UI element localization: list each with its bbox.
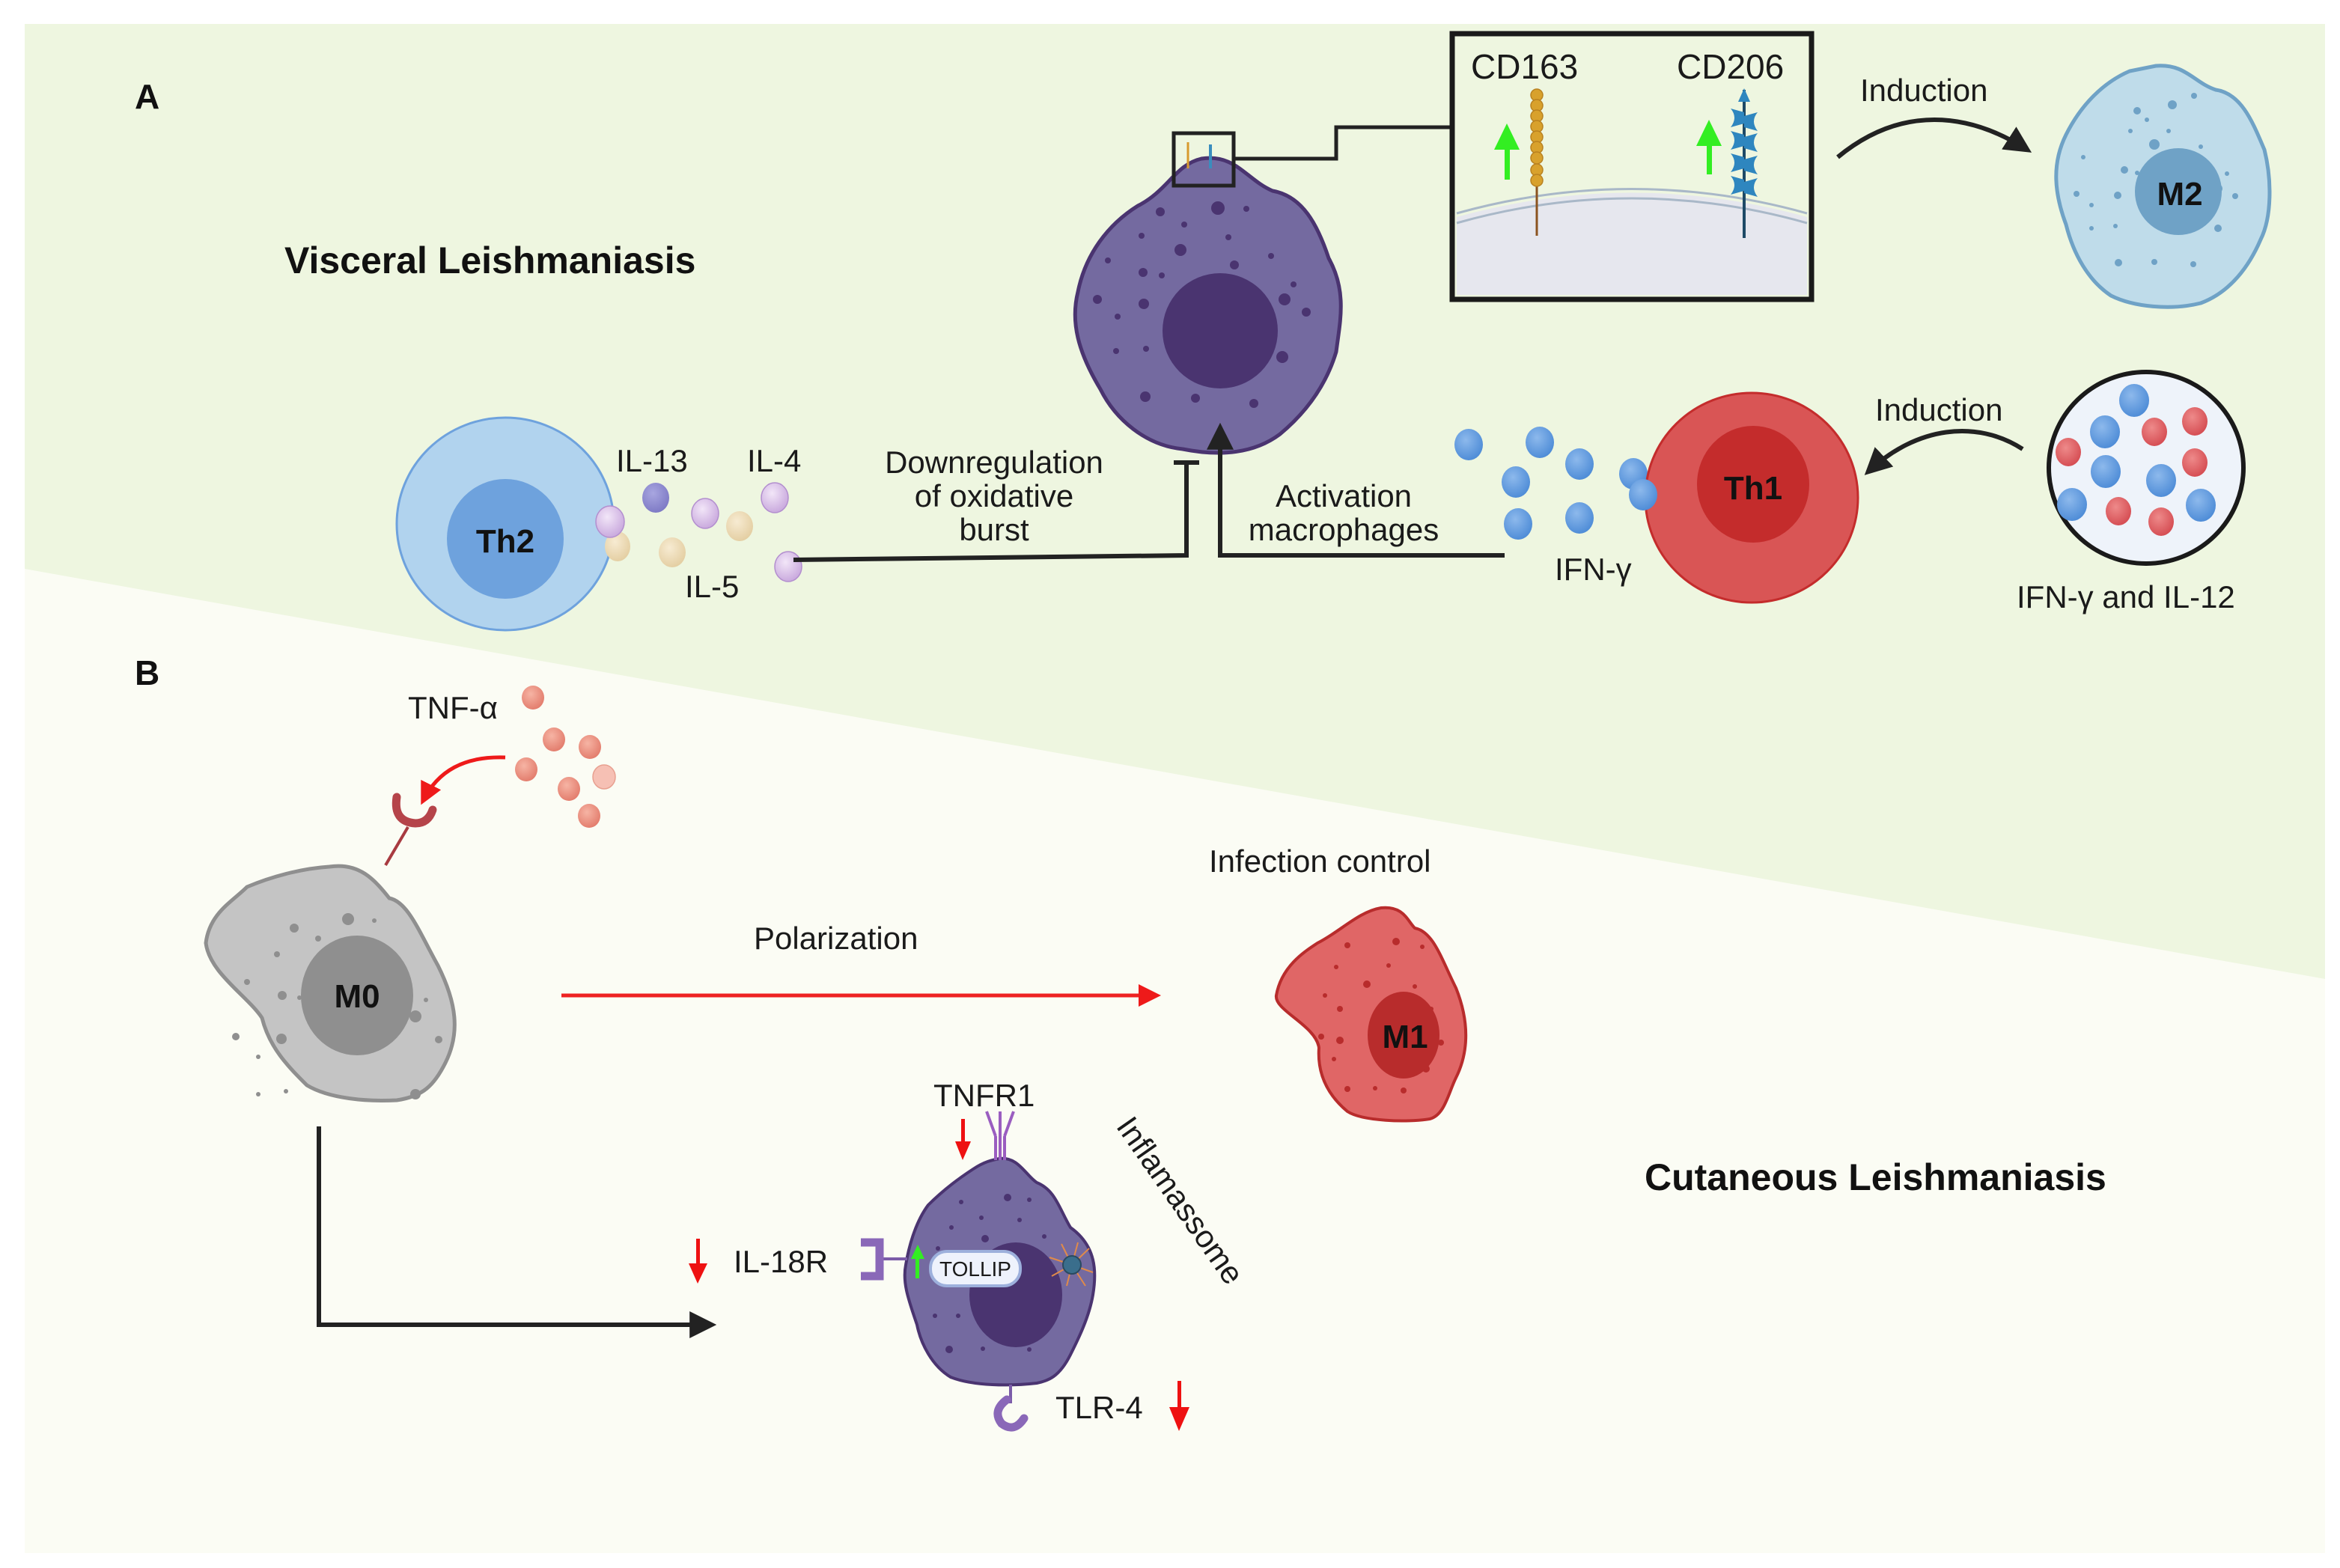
- panel-a-title: Visceral Leishmaniasis: [284, 240, 695, 281]
- th1-label: Th1: [1724, 470, 1782, 507]
- zoom-connector: [1235, 125, 1454, 161]
- ifn-gamma-label: IFN-γ: [1555, 552, 1632, 587]
- tnfr1-receptor-icon: [985, 1111, 1015, 1160]
- inhibition-line: [793, 463, 1189, 562]
- m1-macrophage: M1: [1275, 906, 1468, 1123]
- macrophage-nucleus: [1163, 273, 1278, 388]
- induction-arrow-to-th1: [1864, 429, 2024, 475]
- th1-cell: Th1: [1629, 391, 1859, 604]
- cd206-receptor-icon: [1731, 88, 1758, 238]
- activation-text-1: Activation: [1276, 478, 1412, 513]
- tollip-up-arrow-icon: [911, 1245, 924, 1278]
- m0-label: M0: [334, 978, 380, 1015]
- m2-macrophage: M2: [2054, 64, 2272, 309]
- activation-text-2: macrophages: [1249, 512, 1439, 547]
- tnf-binding-arrow: [421, 755, 506, 805]
- panel-b-title: Cutaneous Leishmaniasis: [1645, 1156, 2106, 1198]
- m2-nucleus: [2135, 148, 2222, 235]
- tollip-badge: [929, 1250, 1022, 1287]
- il4-label: IL-4: [747, 443, 801, 478]
- induction-label-top: Induction: [1860, 73, 1987, 108]
- polarization-label: Polarization: [754, 921, 918, 956]
- cd163-label: CD163: [1471, 47, 1578, 86]
- downregulation-text-3: burst: [959, 512, 1029, 547]
- tnf-alpha-particles: [515, 686, 616, 828]
- activation-arrow: [1207, 422, 1505, 558]
- m1-label: M1: [1382, 1019, 1428, 1055]
- tlr4-down-arrow-icon: [1169, 1381, 1189, 1431]
- th1-nucleus: [1697, 426, 1809, 543]
- receptor-inset: CD163 CD206: [1449, 31, 1815, 302]
- downregulation-text-2: of oxidative: [915, 478, 1073, 513]
- tnf-receptor-icon: [391, 793, 437, 828]
- m0-to-infected-arrow: [317, 1126, 717, 1338]
- cd206-up-arrow-icon: [1696, 120, 1722, 174]
- m1-nucleus: [1368, 992, 1439, 1079]
- il18r-receptor-icon: [861, 1238, 907, 1281]
- cytokine-pool: [2047, 370, 2246, 566]
- tnfr1-down-arrow-icon: [955, 1119, 971, 1160]
- cutaneous-macrophage: TOLLIP: [861, 1111, 1097, 1432]
- tlr4-label: TLR-4: [1055, 1390, 1143, 1425]
- induction-arrow-to-m2: [1836, 118, 2032, 159]
- inflammasome-icon: [1049, 1242, 1094, 1287]
- m0-nucleus: [301, 936, 413, 1055]
- ifn-gamma-particles: [1454, 427, 1648, 540]
- cd206-label: CD206: [1677, 47, 1784, 86]
- cytokine-pool-label: IFN-γ and IL-12: [2017, 579, 2235, 614]
- infected-macrophage: [1073, 142, 1343, 455]
- infection-control-label: Infection control: [1209, 844, 1431, 879]
- panel-b-letter: B: [135, 653, 159, 692]
- tnf-alpha-label: TNF-α: [408, 690, 498, 725]
- il18r-down-arrow-icon: [689, 1239, 707, 1284]
- th2-cell: Th2: [395, 416, 615, 632]
- m0-macrophage: M0: [204, 793, 457, 1102]
- downregulation-text-1: Downregulation: [885, 445, 1103, 480]
- th2-nucleus: [447, 479, 564, 599]
- cd163-receptor-icon: [1530, 88, 1544, 236]
- tollip-label: TOLLIP: [939, 1257, 1011, 1281]
- tlr4-receptor-icon: [993, 1385, 1029, 1432]
- panel-a-letter: A: [135, 77, 159, 116]
- th2-label: Th2: [476, 523, 534, 560]
- zoom-box: [1171, 131, 1236, 188]
- il13-label: IL-13: [616, 443, 688, 478]
- il18r-label: IL-18R: [734, 1244, 828, 1279]
- induction-label-right: Induction: [1875, 392, 2002, 427]
- cd163-up-arrow-icon: [1494, 123, 1520, 180]
- th2-cytokine-particles: [595, 482, 802, 582]
- il5-label: IL-5: [685, 569, 739, 604]
- m2-label: M2: [2157, 176, 2202, 213]
- tnfr1-label: TNFR1: [933, 1078, 1035, 1113]
